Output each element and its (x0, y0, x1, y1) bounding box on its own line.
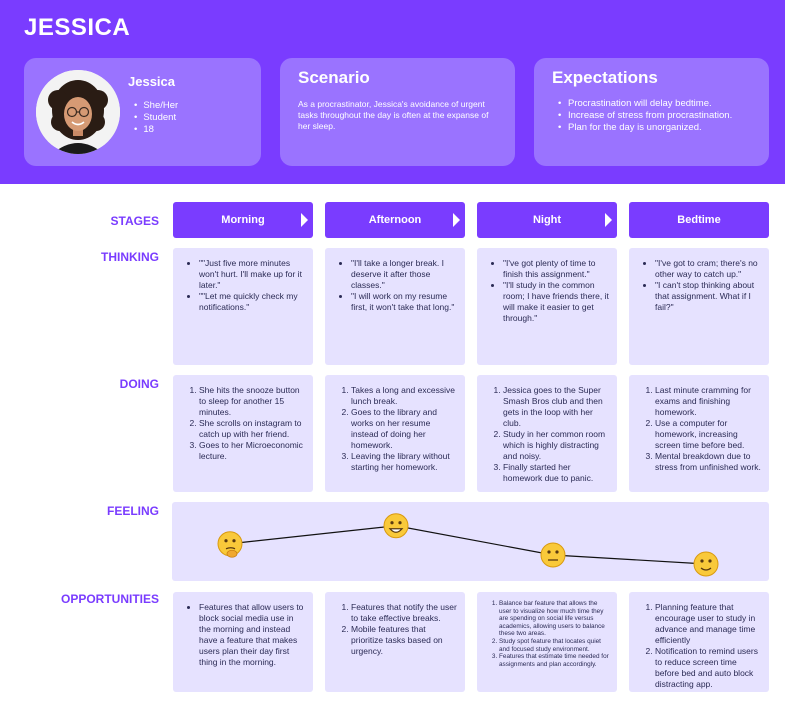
stage-afternoon: Afternoon (325, 202, 465, 238)
stage-bedtime: Bedtime (629, 202, 769, 238)
thought-item: "I've got plenty of time to finish this … (503, 258, 609, 280)
action-item: Mental breakdown due to stress from unfi… (655, 451, 761, 473)
stage-label: Afternoon (368, 214, 422, 226)
scenario-card: Scenario As a procrastinator, Jessica's … (280, 58, 515, 166)
scenario-title: Scenario (298, 68, 370, 87)
action-item: Takes a long and excessive lunch break. (351, 385, 457, 407)
expectation-item: Procrastination will delay bedtime. (558, 98, 758, 110)
stage-label: Bedtime (677, 214, 721, 226)
thought-item: ""Let me quickly check my notifications.… (199, 291, 305, 313)
opportunity-cell-afternoon: Features that notify the user to take ef… (325, 592, 465, 692)
opportunity-cell-morning: Features that allow users to block socia… (173, 592, 313, 692)
feeling-curve (217, 513, 719, 577)
action-item: She scrolls on instagram to catch up wit… (199, 418, 305, 440)
doing-cell-afternoon: Takes a long and excessive lunch break. … (325, 375, 465, 492)
row-label-doing: DOING (119, 377, 159, 391)
thinking-face-icon (217, 531, 243, 558)
thinking-cell-night: "I've got plenty of time to finish this … (477, 248, 617, 365)
opportunity-item: Balance bar feature that allows the user… (499, 600, 609, 638)
persona-name: Jessica (128, 74, 175, 89)
opportunity-item: Planning feature that encourage user to … (655, 602, 761, 646)
opportunity-cell-night: Balance bar feature that allows the user… (477, 592, 617, 692)
opportunity-item: Mobile features that prioritize tasks ba… (351, 624, 457, 657)
row-label-opportunities: OPPORTUNITIES (60, 592, 159, 606)
action-item: Goes to the library and works on her res… (351, 407, 457, 451)
opportunity-item: Notification to remind users to reduce s… (655, 646, 761, 690)
expectation-item: Plan for the day is unorganized. (558, 122, 758, 134)
action-item: Finally started her homework due to pani… (503, 462, 609, 484)
action-item: Leaving the library without starting her… (351, 451, 457, 473)
persona-card: Jessica She/Her Student 18 (24, 58, 261, 166)
opportunity-item: Features that estimate time needed for a… (499, 653, 609, 668)
stage-label: Morning (221, 214, 265, 226)
row-label-thinking: THINKING (101, 250, 159, 264)
opportunity-cell-bedtime: Planning feature that encourage user to … (629, 592, 769, 692)
stage-morning: Morning (173, 202, 313, 238)
action-item: Use a computer for homework, increasing … (655, 418, 761, 451)
avatar (36, 70, 120, 154)
opportunity-item: Features that notify the user to take ef… (351, 602, 457, 624)
action-item: Jessica goes to the Super Smash Bros clu… (503, 385, 609, 429)
thought-item: ""Just five more minutes won't hurt. I'l… (199, 258, 305, 291)
doing-cell-night: Jessica goes to the Super Smash Bros clu… (477, 375, 617, 492)
stage-label: Night (532, 214, 562, 226)
neutral-face-icon (540, 542, 566, 568)
doing-cell-morning: She hits the snooze button to sleep for … (173, 375, 313, 492)
persona-occupation: Student (134, 112, 178, 124)
action-item: Last minute cramming for exams and finis… (655, 385, 761, 418)
persona-header: JESSICA Jessica She/Her Student (0, 0, 785, 184)
arrow-right-icon (301, 213, 308, 227)
thinking-cell-morning: ""Just five more minutes won't hurt. I'l… (173, 248, 313, 365)
expectation-item: Increase of stress from procrastination. (558, 110, 758, 122)
action-item: Study in her common room which is highly… (503, 429, 609, 462)
row-label-stages: STAGES (110, 214, 159, 228)
thought-item: "I can't stop thinking about that assign… (655, 280, 761, 313)
relieved-face-icon (693, 551, 719, 577)
thought-item: "I will work on my resume first, it won'… (351, 291, 457, 313)
opportunity-item: Features that allow users to block socia… (199, 602, 305, 668)
doing-cell-bedtime: Last minute cramming for exams and finis… (629, 375, 769, 492)
persona-age: 18 (134, 124, 178, 136)
action-item: She hits the snooze button to sleep for … (199, 385, 305, 418)
feeling-line (229, 525, 707, 565)
arrow-right-icon (453, 213, 460, 227)
stage-night: Night (477, 202, 617, 238)
scenario-text: As a procrastinator, Jessica's avoidance… (298, 99, 489, 131)
page-title: JESSICA (24, 14, 131, 41)
expectations-title: Expectations (552, 68, 658, 87)
opportunity-item: Study spot feature that locates quiet an… (499, 638, 609, 653)
expectations-list: Procrastination will delay bedtime. Incr… (558, 98, 758, 134)
thinking-cell-bedtime: "I've got to cram; there's no other way … (629, 248, 769, 365)
row-label-feeling: FEELING (106, 504, 159, 518)
feeling-track (172, 502, 769, 581)
thought-item: "I've got to cram; there's no other way … (655, 258, 761, 280)
action-item: Goes to her Microeconomic lecture. (199, 440, 305, 462)
thinking-cell-afternoon: "I'll take a longer break. I deserve it … (325, 248, 465, 365)
thought-item: "I'll study in the common room; I have f… (503, 280, 609, 324)
persona-details: She/Her Student 18 (134, 100, 178, 136)
persona-pronouns: She/Her (134, 100, 178, 112)
grinning-face-icon (383, 513, 409, 539)
expectations-card: Expectations Procrastination will delay … (534, 58, 769, 166)
arrow-right-icon (605, 213, 612, 227)
thought-item: "I'll take a longer break. I deserve it … (351, 258, 457, 291)
